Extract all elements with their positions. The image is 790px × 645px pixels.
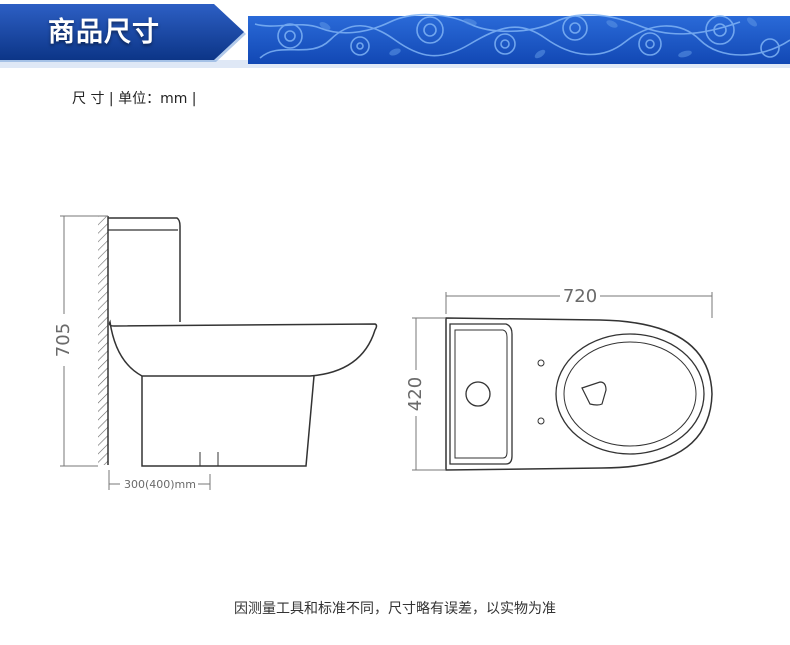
header-banner: 商品尺寸 [0, 0, 790, 68]
petal-pattern [319, 17, 757, 59]
banner-title: 商品尺寸 [48, 17, 160, 48]
footnote: 因测量工具和标准不同，尺寸略有误差，以实物为准 [234, 601, 556, 617]
height-dim-label: 705 [53, 323, 74, 357]
top-view: 720 420 [405, 286, 713, 471]
wall-hatch [98, 216, 108, 465]
floral-pattern [254, 13, 790, 59]
flush-button [465, 381, 491, 407]
drain-outlet [581, 381, 607, 406]
side-tank-outline [108, 217, 181, 322]
rough-in-label: 300(400)mm [124, 478, 196, 491]
side-view: 705 300(400)mm [53, 215, 378, 491]
side-bowl-outline [108, 319, 378, 377]
top-bowl-outline [563, 341, 697, 447]
title-tab [0, 4, 244, 60]
depth-dim-label: 420 [405, 377, 426, 411]
unit-line: 尺 寸 | 单位：mm | [72, 91, 197, 107]
width-dim-label: 720 [563, 286, 597, 307]
banner-background [0, 4, 790, 68]
top-seat-outline [555, 333, 705, 455]
side-base-outline [141, 375, 315, 467]
